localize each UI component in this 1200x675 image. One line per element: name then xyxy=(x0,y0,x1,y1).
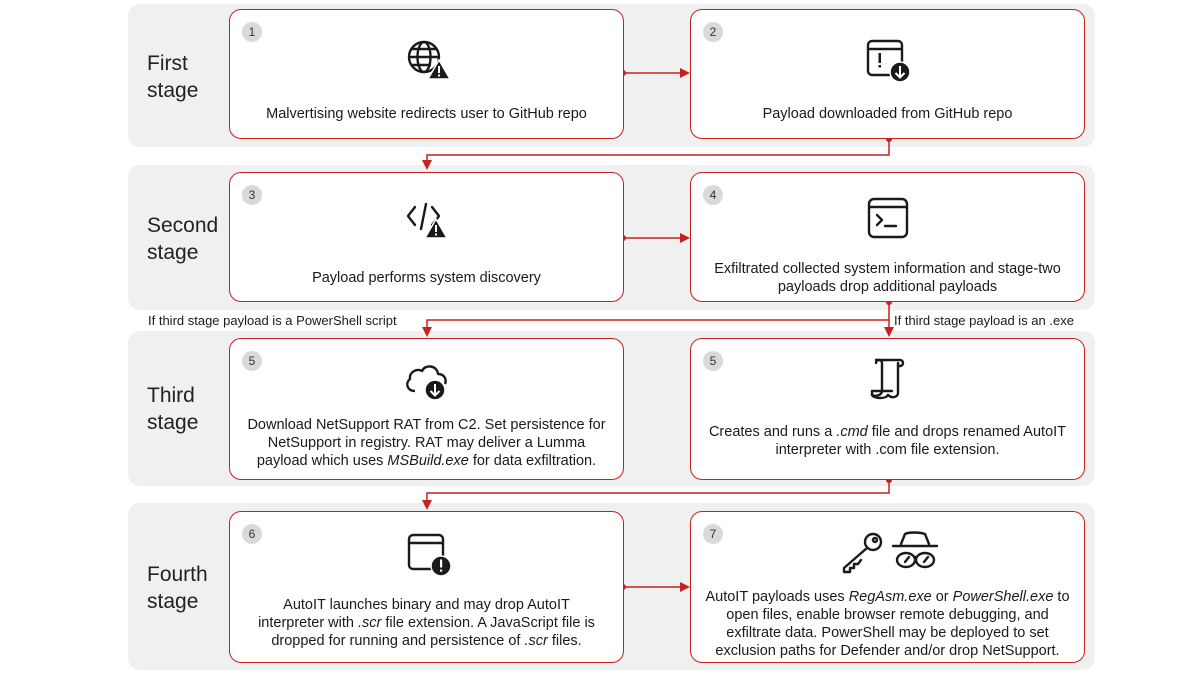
step-description: AutoIT payloads uses RegAsm.exe or Power… xyxy=(697,588,1078,660)
script-scroll-icon xyxy=(870,358,905,400)
stage-label-fourth: Fourth stage xyxy=(147,563,208,613)
step-number-badge: 5 xyxy=(242,351,262,371)
step-card-3: 3 Payload performs system discovery xyxy=(229,172,624,302)
description-line: Exfiltrated collected system information… xyxy=(714,261,1061,277)
description-line: NetSupport in registry. RAT may deliver … xyxy=(267,435,586,451)
step-card-4: 4 Exfiltrated collected system informati… xyxy=(690,172,1085,302)
step-card-1: 1 Malvertising website redirects user to… xyxy=(229,9,624,139)
step-number-badge: 1 xyxy=(242,22,262,42)
description-line: open files, enable browser remote debugg… xyxy=(726,607,1049,623)
step-description: Creates and runs a .cmd file and drops r… xyxy=(697,423,1078,459)
terminal-icon xyxy=(867,197,909,239)
step-description: Exfiltrated collected system information… xyxy=(697,260,1078,296)
step-number-badge: 3 xyxy=(242,185,262,205)
description-line: AutoIT launches binary and may drop Auto… xyxy=(283,597,570,613)
step-card-6: 6 AutoIT launches binary and may drop Au… xyxy=(229,511,624,663)
description-line: interpreter with .com file extension. xyxy=(775,442,1000,458)
description-line: payload which uses MSBuild.exe for data … xyxy=(256,453,597,469)
step-description: Payload downloaded from GitHub repo xyxy=(697,105,1078,123)
branch-label-powershell: If third stage payload is a PowerShell s… xyxy=(148,313,397,328)
description-line: exfiltrate data. PowerShell may be deplo… xyxy=(726,625,1049,641)
description-line: exclusion paths for Defender and/or drop… xyxy=(715,643,1060,659)
code-warning-icon xyxy=(406,202,449,239)
key-and-spy-icon xyxy=(842,531,939,574)
step-card-5-exe: 5 Creates and runs a .cmd file and drops… xyxy=(690,338,1085,480)
description-line: Payload downloaded from GitHub repo xyxy=(762,106,1013,122)
step-number-badge: 7 xyxy=(703,524,723,544)
step-number-badge: 6 xyxy=(242,524,262,544)
description-line: interpreter with .scr file extension. A … xyxy=(258,615,595,631)
step-description: AutoIT launches binary and may drop Auto… xyxy=(236,596,617,650)
description-line: Download NetSupport RAT from C2. Set per… xyxy=(247,417,606,433)
step-number-badge: 4 xyxy=(703,185,723,205)
stage-label-second: Second stage xyxy=(147,214,219,264)
step-number-badge: 5 xyxy=(703,351,723,371)
branch-label-exe: If third stage payload is an .exe xyxy=(894,313,1074,328)
step-card-5-powershell: 5 Download NetSupport RAT from C2. Set p… xyxy=(229,338,624,480)
window-alert-icon xyxy=(407,533,452,577)
window-download-icon xyxy=(866,39,911,83)
stage-label-first: First stage xyxy=(147,52,199,102)
step-number-badge: 2 xyxy=(703,22,723,42)
description-line: Payload performs system discovery xyxy=(312,270,541,286)
cloud-download-icon xyxy=(406,365,447,401)
step-description: Payload performs system discovery xyxy=(236,269,617,287)
description-line: dropped for running and persistence of .… xyxy=(271,633,582,649)
description-line: payloads drop additional payloads xyxy=(777,279,998,295)
step-description: Download NetSupport RAT from C2. Set per… xyxy=(236,416,617,470)
description-line: Malvertising website redirects user to G… xyxy=(266,106,587,122)
stage-label-third: Third stage xyxy=(147,384,199,434)
step-description: Malvertising website redirects user to G… xyxy=(236,105,617,123)
description-line: AutoIT payloads uses RegAsm.exe or Power… xyxy=(705,589,1070,605)
step-card-2: 2 Payload downloaded from GitHub repo xyxy=(690,9,1085,139)
description-line: Creates and runs a .cmd file and drops r… xyxy=(708,424,1067,440)
globe-warning-icon xyxy=(407,40,452,80)
step-card-7: 7 AutoIT payloads uses RegAsm.exe or Pow… xyxy=(690,511,1085,663)
